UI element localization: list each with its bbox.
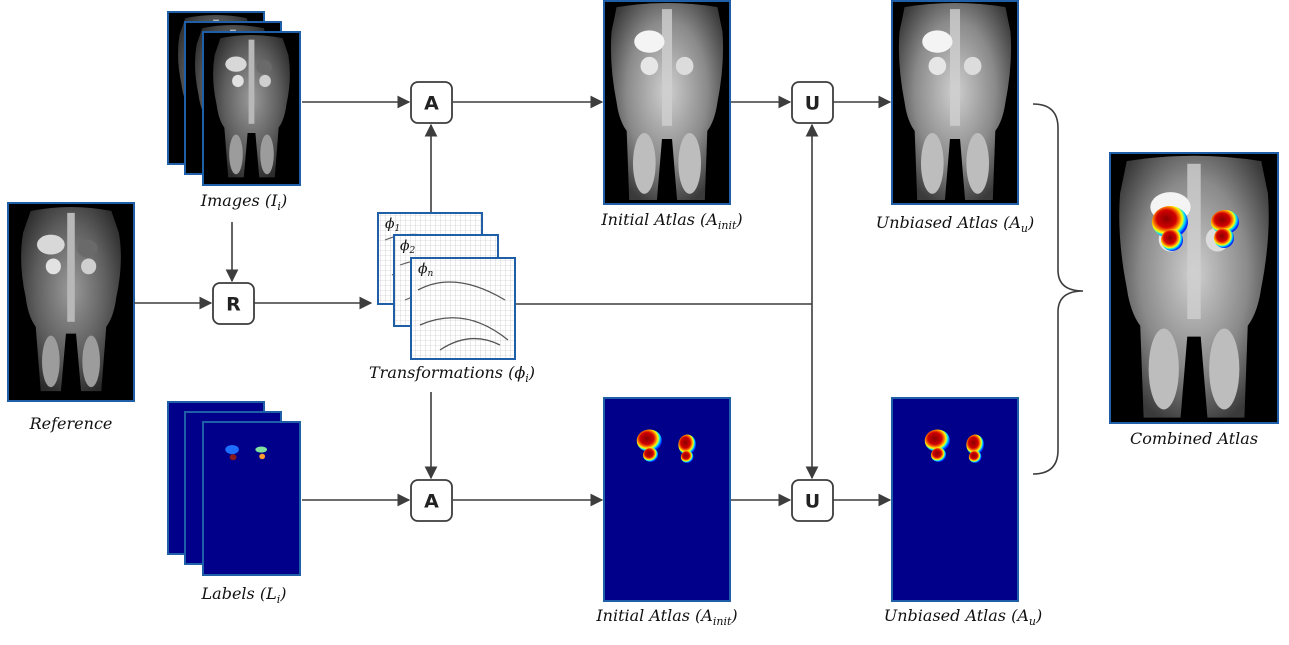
operator-average-bottom: A [410, 479, 453, 522]
operator-average-top: A [410, 81, 453, 124]
images-caption: Images (Ii) [200, 191, 287, 213]
svg-text:A: A [424, 491, 439, 513]
initial-atlas-image-caption: Initial Atlas (Ainit) [600, 210, 742, 232]
transformation-field-n: ϕn [410, 257, 516, 360]
reference-caption: Reference [29, 414, 113, 433]
initial-atlas-labels-caption: Initial Atlas (Ainit) [595, 606, 737, 628]
edges [134, 95, 1084, 507]
labels-stack [167, 401, 301, 576]
unbiased-atlas-labels [891, 397, 1019, 602]
reference-image [7, 202, 135, 402]
image-slice-3 [202, 31, 301, 186]
svg-text:A: A [424, 93, 439, 115]
unbiased-atlas-labels-caption: Unbiased Atlas (Au) [884, 606, 1043, 628]
unbiased-atlas-image [891, 0, 1019, 205]
labels-caption: Labels (Li) [201, 584, 287, 606]
phi-label-2: ϕ2 [400, 238, 416, 256]
phi-label-n: ϕn [418, 261, 434, 279]
unbiased-atlas-image-caption: Unbiased Atlas (Au) [876, 213, 1035, 235]
label-slice-3 [202, 421, 301, 576]
transformations-caption: Transformations (ϕi) [369, 363, 535, 385]
svg-text:R: R [226, 294, 241, 316]
operator-register: R [212, 282, 255, 325]
transformations-stack: ϕ1 ϕ2 ϕn [377, 212, 516, 360]
combined-atlas-image [1109, 152, 1279, 424]
initial-atlas-image [603, 0, 731, 205]
svg-text:U: U [805, 93, 820, 115]
initial-atlas-labels [603, 397, 731, 602]
phi-label-1: ϕ1 [385, 216, 400, 234]
combined-atlas-caption: Combined Atlas [1130, 429, 1258, 448]
operator-unbias-bottom: U [791, 479, 834, 522]
svg-text:U: U [805, 491, 820, 513]
merge-brace [1032, 103, 1084, 475]
operator-unbias-top: U [791, 81, 834, 124]
images-stack [167, 11, 301, 186]
